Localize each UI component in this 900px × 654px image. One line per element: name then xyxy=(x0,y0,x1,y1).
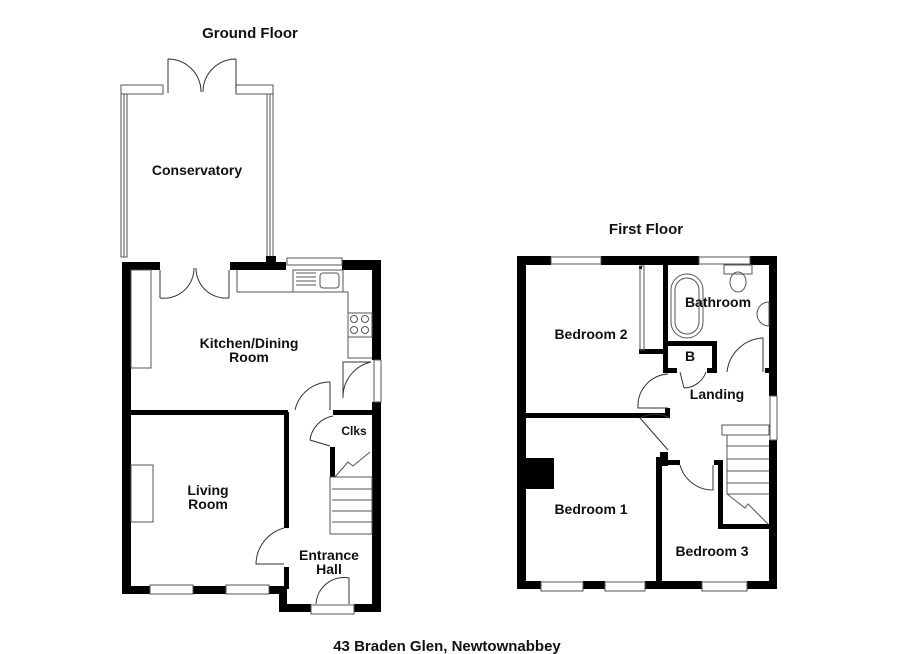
sink-icon xyxy=(319,272,340,289)
fireplace xyxy=(130,464,154,523)
kitchen-label-line2: Room xyxy=(229,349,269,365)
conservatory-walls xyxy=(120,58,274,258)
first-floor-windows xyxy=(540,256,778,592)
kitchen-units xyxy=(130,269,373,369)
bedroom-3-label: Bedroom 3 xyxy=(675,543,748,559)
living-room-label-line1: Living xyxy=(187,482,228,498)
conservatory-door-right xyxy=(202,58,237,93)
bathroom-label: Bathroom xyxy=(685,294,751,310)
entrance-hall-label-line1: Entrance xyxy=(299,547,359,563)
first-floor-plan: First Floor xyxy=(517,221,778,592)
kitchen-label-line1: Kitchen/Dining xyxy=(200,335,299,351)
toilet-cistern-icon xyxy=(723,264,753,275)
bedroom-2-label: Bedroom 2 xyxy=(554,326,627,342)
boiler-cupboard-label: B xyxy=(685,348,695,364)
ground-floor-plan: Ground Floor xyxy=(120,25,382,615)
conservatory-label: Conservatory xyxy=(152,162,242,178)
hob-icon xyxy=(347,312,373,338)
first-floor-title: First Floor xyxy=(609,221,683,238)
bath-icon xyxy=(670,273,704,339)
first-floor-walls xyxy=(517,256,777,589)
basin-icon xyxy=(756,301,770,327)
landing-label: Landing xyxy=(690,386,744,402)
ground-floor-stairs xyxy=(329,451,373,535)
first-floor-stairs xyxy=(721,424,770,525)
ground-floor-title: Ground Floor xyxy=(202,25,298,42)
cloaks-label: Clks xyxy=(341,424,367,438)
property-address: 43 Braden Glen, Newtownabbey xyxy=(333,638,561,654)
toilet-bowl-icon xyxy=(729,271,747,293)
living-room-label-line2: Room xyxy=(188,496,228,512)
wardrobe xyxy=(639,265,645,351)
bedroom-1-label: Bedroom 1 xyxy=(554,501,627,517)
first-floor-doors xyxy=(637,337,764,491)
ground-floor-windows xyxy=(149,257,382,615)
ground-floor-doors xyxy=(159,267,372,605)
ground-floor-walls xyxy=(122,256,381,612)
conservatory-door-left xyxy=(167,58,202,93)
bathroom-fittings xyxy=(670,264,770,339)
entrance-hall-label-line2: Hall xyxy=(316,561,342,577)
